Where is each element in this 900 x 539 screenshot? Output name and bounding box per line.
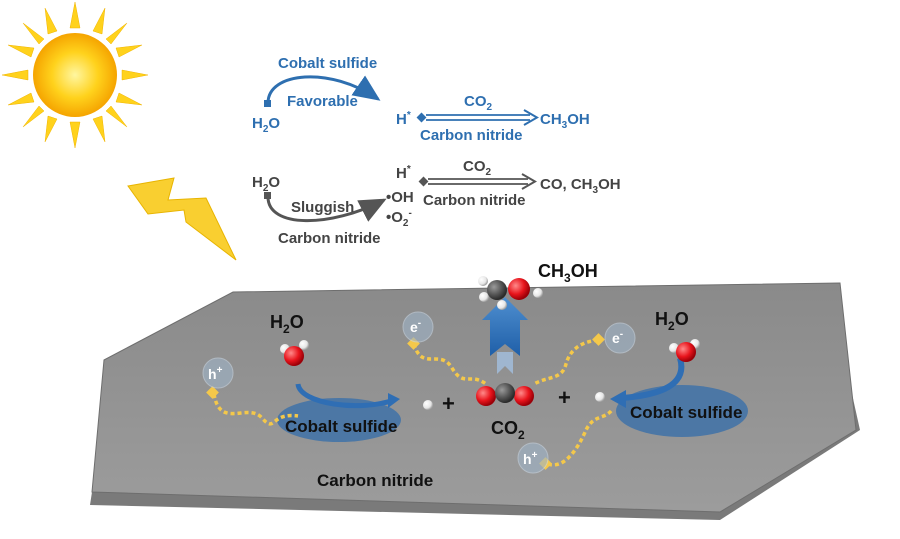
carbon-nitride-plate	[90, 282, 860, 520]
hydrogen-atom-right	[595, 392, 605, 402]
hole-path-right	[547, 408, 614, 467]
electron-path-right	[533, 338, 599, 386]
carbon-nitride-label: Carbon nitride	[317, 471, 433, 490]
sluggish-radical-o2: •O2-	[386, 208, 412, 229]
water-right-label: H2O	[655, 309, 689, 333]
favorable-intermediate: H*	[396, 110, 411, 128]
favorable-product: CH3OH	[540, 111, 590, 131]
favorable-catalyst-label: Cobalt sulfide	[278, 55, 377, 72]
sluggish-support-bottom-label: Carbon nitride	[278, 230, 381, 247]
electron-right-bubble: e-	[604, 322, 636, 354]
favorable-support-label: Carbon nitride	[420, 127, 523, 144]
water-left-label: H2O	[270, 312, 304, 336]
co2-label: CO2	[491, 418, 525, 442]
plus-sign-right: +	[558, 385, 571, 410]
favorable-reactant-water: H2O	[252, 115, 280, 135]
water-molecule-left	[280, 340, 309, 366]
favorable-start-marker	[264, 100, 271, 107]
left-site-arrowhead	[388, 393, 400, 408]
charge-carrier-paths	[212, 338, 614, 467]
favorable-diamond	[416, 112, 427, 123]
favorable-gas: CO2	[464, 93, 493, 113]
favorable-pathway: Cobalt sulfide Favorable H2O H* CO2 Carb…	[252, 55, 590, 144]
electron-left-label: e-	[410, 318, 421, 335]
methanol-label: CH3OH	[538, 261, 598, 285]
electron-left-bubble: e-	[402, 311, 434, 343]
sluggish-gas: CO2	[463, 158, 492, 178]
favorable-rate-label: Favorable	[287, 93, 358, 110]
sluggish-arrowhead	[521, 173, 538, 190]
sun-icon	[1, 1, 149, 149]
hole-left-marker	[206, 386, 219, 399]
sluggish-rate-label: Sluggish	[291, 199, 354, 216]
co2-molecule	[476, 383, 534, 406]
hole-left-bubble: h+	[202, 357, 234, 389]
cobalt-sulfide-right-label: Cobalt sulfide	[630, 403, 742, 422]
right-site-arrow	[621, 357, 685, 401]
plate-surface	[91, 282, 857, 513]
sluggish-curved-arrow	[266, 196, 387, 223]
water-molecule-right	[669, 339, 700, 362]
sluggish-reactant-water: H2O	[252, 174, 280, 194]
cobalt-sulfide-left-site	[277, 398, 401, 442]
favorable-arrowhead	[523, 109, 540, 126]
hole-left-label: h+	[208, 365, 223, 382]
hole-right-bubble: h+	[517, 442, 549, 474]
favorable-curved-arrow	[266, 75, 381, 104]
hole-right-label: h+	[523, 450, 538, 467]
sluggish-pathway: H2O Sluggish Carbon nitride H* •OH •O2- …	[252, 158, 621, 247]
right-site-arrowhead	[610, 390, 626, 408]
electron-path-left	[412, 343, 488, 386]
plus-sign-left: +	[442, 391, 455, 416]
sluggish-products: CO, CH3OH	[540, 176, 621, 196]
lightning-icon	[127, 177, 237, 261]
methanol-molecule	[478, 276, 543, 310]
cobalt-sulfide-left-label: Cobalt sulfide	[285, 417, 397, 436]
sluggish-support-label: Carbon nitride	[423, 192, 526, 209]
cobalt-sulfide-right-site	[616, 385, 748, 437]
sluggish-start-marker	[264, 192, 271, 199]
left-site-arrow	[295, 383, 395, 409]
upward-product-arrow	[482, 297, 528, 374]
electron-right-label: e-	[612, 329, 623, 346]
hydrogen-atom-left	[423, 400, 433, 410]
sluggish-radical-oh: •OH	[386, 189, 414, 206]
sluggish-diamond	[418, 176, 429, 187]
sluggish-radical-h: H*	[396, 164, 411, 182]
